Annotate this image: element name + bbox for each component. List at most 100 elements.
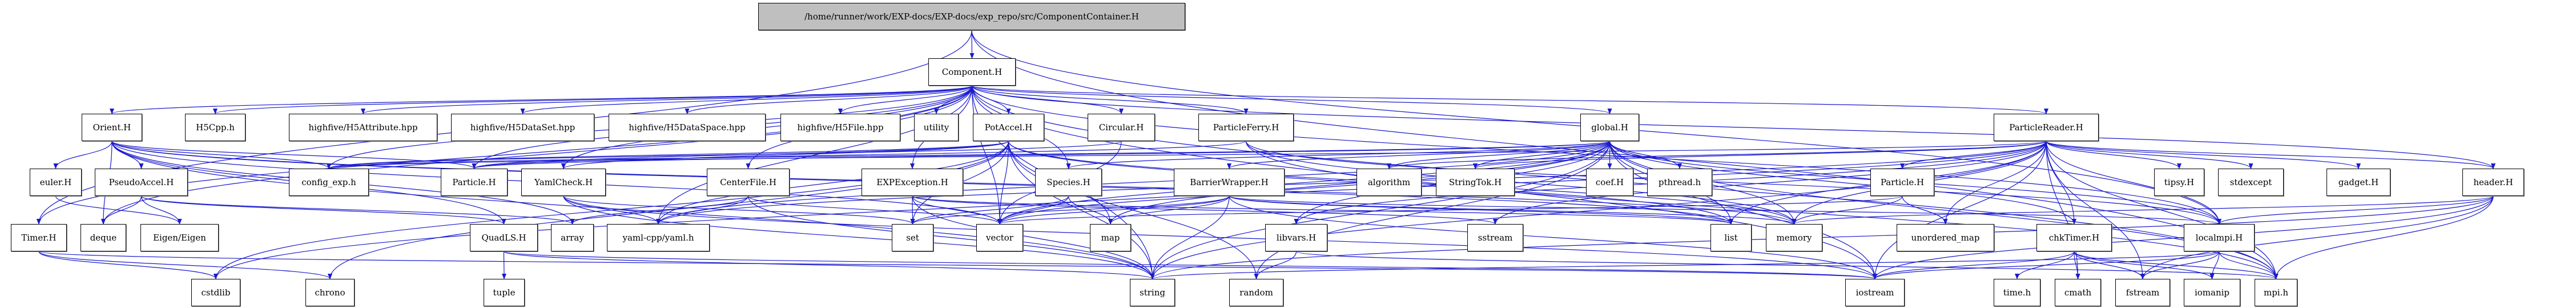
- node-eigen[interactable]: Eigen/Eigen: [140, 224, 219, 251]
- edge-chktimer-to-fstream: [2074, 251, 2145, 279]
- node-timeh[interactable]: time.h: [1994, 279, 2040, 306]
- edge-component-to-yaml: [656, 85, 973, 225]
- edge-expexception-to-sstream: [912, 195, 1498, 225]
- edge-particlereader-to-unorderedmap: [1943, 141, 2047, 225]
- edge-particlereader-to-localmpi: [2046, 141, 2221, 225]
- node-gadget[interactable]: gadget.H: [2327, 169, 2390, 196]
- edge-component-to-h5file: [838, 85, 973, 114]
- node-quadls[interactable]: QuadLS.H: [470, 224, 538, 251]
- edge-yamlcheck-to-string: [563, 195, 1155, 279]
- node-particle2[interactable]: Particle.H: [1870, 169, 1934, 196]
- edge-particlereader-to-yaml: [656, 141, 2047, 225]
- node-circular[interactable]: Circular.H: [1088, 114, 1155, 141]
- node-cmath[interactable]: cmath: [2055, 279, 2101, 306]
- node-array[interactable]: array: [551, 224, 594, 251]
- node-deque[interactable]: deque: [80, 224, 126, 251]
- edge-header-to-string: [1150, 195, 2494, 279]
- node-euler[interactable]: euler.H: [30, 169, 82, 196]
- node-species[interactable]: Species.H: [1035, 169, 1102, 196]
- node-h5file[interactable]: highfive/H5File.hpp: [780, 114, 900, 141]
- node-yamlcheck[interactable]: YamlCheck.H: [521, 169, 606, 196]
- node-centerfile[interactable]: CenterFile.H: [707, 169, 790, 196]
- node-random[interactable]: random: [1229, 279, 1283, 306]
- node-header[interactable]: header.H: [2462, 169, 2524, 196]
- node-particlereader[interactable]: ParticleReader.H: [1994, 114, 2099, 141]
- node-tipsy[interactable]: tipsy.H: [2154, 169, 2204, 196]
- edge-potaccel-to-yamlcheck: [561, 141, 1009, 169]
- edge-localmpi-to-iomanip: [2209, 251, 2220, 279]
- edge-particlereader-to-stringtok: [1473, 141, 2047, 169]
- edge-global-to-particle1: [472, 141, 1611, 169]
- node-component[interactable]: Component.H: [928, 58, 1016, 86]
- node-pseudoaccel[interactable]: PseudoAccel.H: [95, 169, 188, 196]
- edge-circular-to-configexp: [327, 141, 1122, 169]
- edge-orient-to-string: [111, 141, 1155, 279]
- edge-yamlcheck-to-set: [563, 195, 915, 225]
- node-pthread[interactable]: pthread.h: [1647, 169, 1712, 196]
- node-libvars[interactable]: libvars.H: [1265, 224, 1327, 251]
- node-mpih[interactable]: mpi.h: [2255, 279, 2297, 306]
- node-memory[interactable]: memory: [1766, 224, 1822, 251]
- node-set[interactable]: set: [892, 224, 933, 251]
- node-yaml[interactable]: yaml-cpp/yaml.h: [607, 224, 710, 251]
- edge-centerfile-to-vector: [747, 195, 1002, 225]
- node-orient[interactable]: Orient.H: [82, 114, 142, 141]
- node-fstream[interactable]: fstream: [2115, 279, 2170, 306]
- edge-barrierwrapper-to-map: [1108, 195, 1230, 225]
- edge-component-to-h5cpp: [213, 85, 973, 114]
- node-string[interactable]: string: [1130, 279, 1175, 306]
- node-timer[interactable]: Timer.H: [11, 224, 67, 251]
- edge-centerfile-to-string: [747, 195, 1155, 279]
- node-tuple[interactable]: tuple: [484, 279, 525, 306]
- edge-localmpi-to-string: [1150, 251, 2220, 279]
- node-sstream[interactable]: sstream: [1467, 224, 1523, 251]
- node-stdexcept[interactable]: stdexcept: [2218, 169, 2284, 196]
- edge-particleferry-to-localmpi: [1245, 141, 2221, 225]
- edge-global-to-iostream: [1609, 141, 1877, 279]
- edge-localmpi-to-iostream: [1873, 251, 2220, 279]
- edge-component-to-yamlcheck: [561, 85, 973, 169]
- edge-global-to-yaml: [656, 141, 1611, 225]
- node-iomanip[interactable]: iomanip: [2184, 279, 2240, 306]
- node-list[interactable]: list: [1710, 224, 1752, 251]
- node-barrierwrapper[interactable]: BarrierWrapper.H: [1174, 169, 1285, 196]
- node-algorithm[interactable]: algorithm: [1357, 169, 1422, 196]
- node-configexp[interactable]: config_exp.h: [289, 169, 369, 196]
- node-unorderedmap[interactable]: unordered_map: [1897, 224, 1994, 251]
- node-iostream[interactable]: iostream: [1845, 279, 1905, 306]
- node-coef[interactable]: coef.H: [1586, 169, 1633, 196]
- node-particleferry[interactable]: ParticleFerry.H: [1198, 114, 1294, 141]
- node-potaccel[interactable]: PotAccel.H: [973, 114, 1044, 141]
- node-chktimer[interactable]: chkTimer.H: [2036, 224, 2112, 251]
- edge-global-to-barrierwrapper: [1227, 141, 1611, 169]
- edge-global-to-cstdlib: [214, 141, 1611, 279]
- edge-quadls-to-iostream: [503, 251, 1877, 279]
- node-h5dataset[interactable]: highfive/H5DataSet.hpp: [451, 114, 594, 141]
- edge-component-to-h5dataset: [520, 85, 973, 114]
- node-localmpi[interactable]: localmpi.H: [2184, 224, 2255, 251]
- edge-pseudoaccel-to-eigen: [140, 195, 182, 225]
- node-map[interactable]: map: [1090, 224, 1131, 251]
- node-h5attr[interactable]: highfive/H5Attribute.hpp: [289, 114, 437, 141]
- edge-timer-to-iostream: [38, 251, 1877, 279]
- node-expexception[interactable]: EXPException.H: [862, 169, 963, 196]
- node-cstdlib[interactable]: cstdlib: [191, 279, 240, 306]
- node-chrono[interactable]: chrono: [305, 279, 355, 306]
- node-global[interactable]: global.H: [1580, 114, 1639, 141]
- node-h5dataspace[interactable]: highfive/H5DataSpace.hpp: [609, 114, 766, 141]
- node-vector[interactable]: vector: [976, 224, 1023, 251]
- node-utility[interactable]: utility: [914, 114, 959, 141]
- node-particle1[interactable]: Particle.H: [441, 169, 508, 196]
- edge-expexception-to-string: [912, 195, 1155, 279]
- node-h5cpp[interactable]: H5Cpp.h: [185, 114, 245, 141]
- edge-localmpi-to-fstream: [2140, 251, 2220, 279]
- edge-particlereader-to-fstream: [2046, 141, 2145, 279]
- node-root[interactable]: /home/runner/work/EXP-docs/EXP-docs/exp_…: [758, 3, 1185, 30]
- edge-global-to-string: [1150, 141, 1611, 279]
- node-stringtok[interactable]: StringTok.H: [1436, 169, 1515, 196]
- edge-orient-to-euler: [53, 141, 112, 169]
- edge-pseudoaccel-to-deque: [101, 195, 142, 225]
- edge-potaccel-to-vector: [997, 141, 1009, 225]
